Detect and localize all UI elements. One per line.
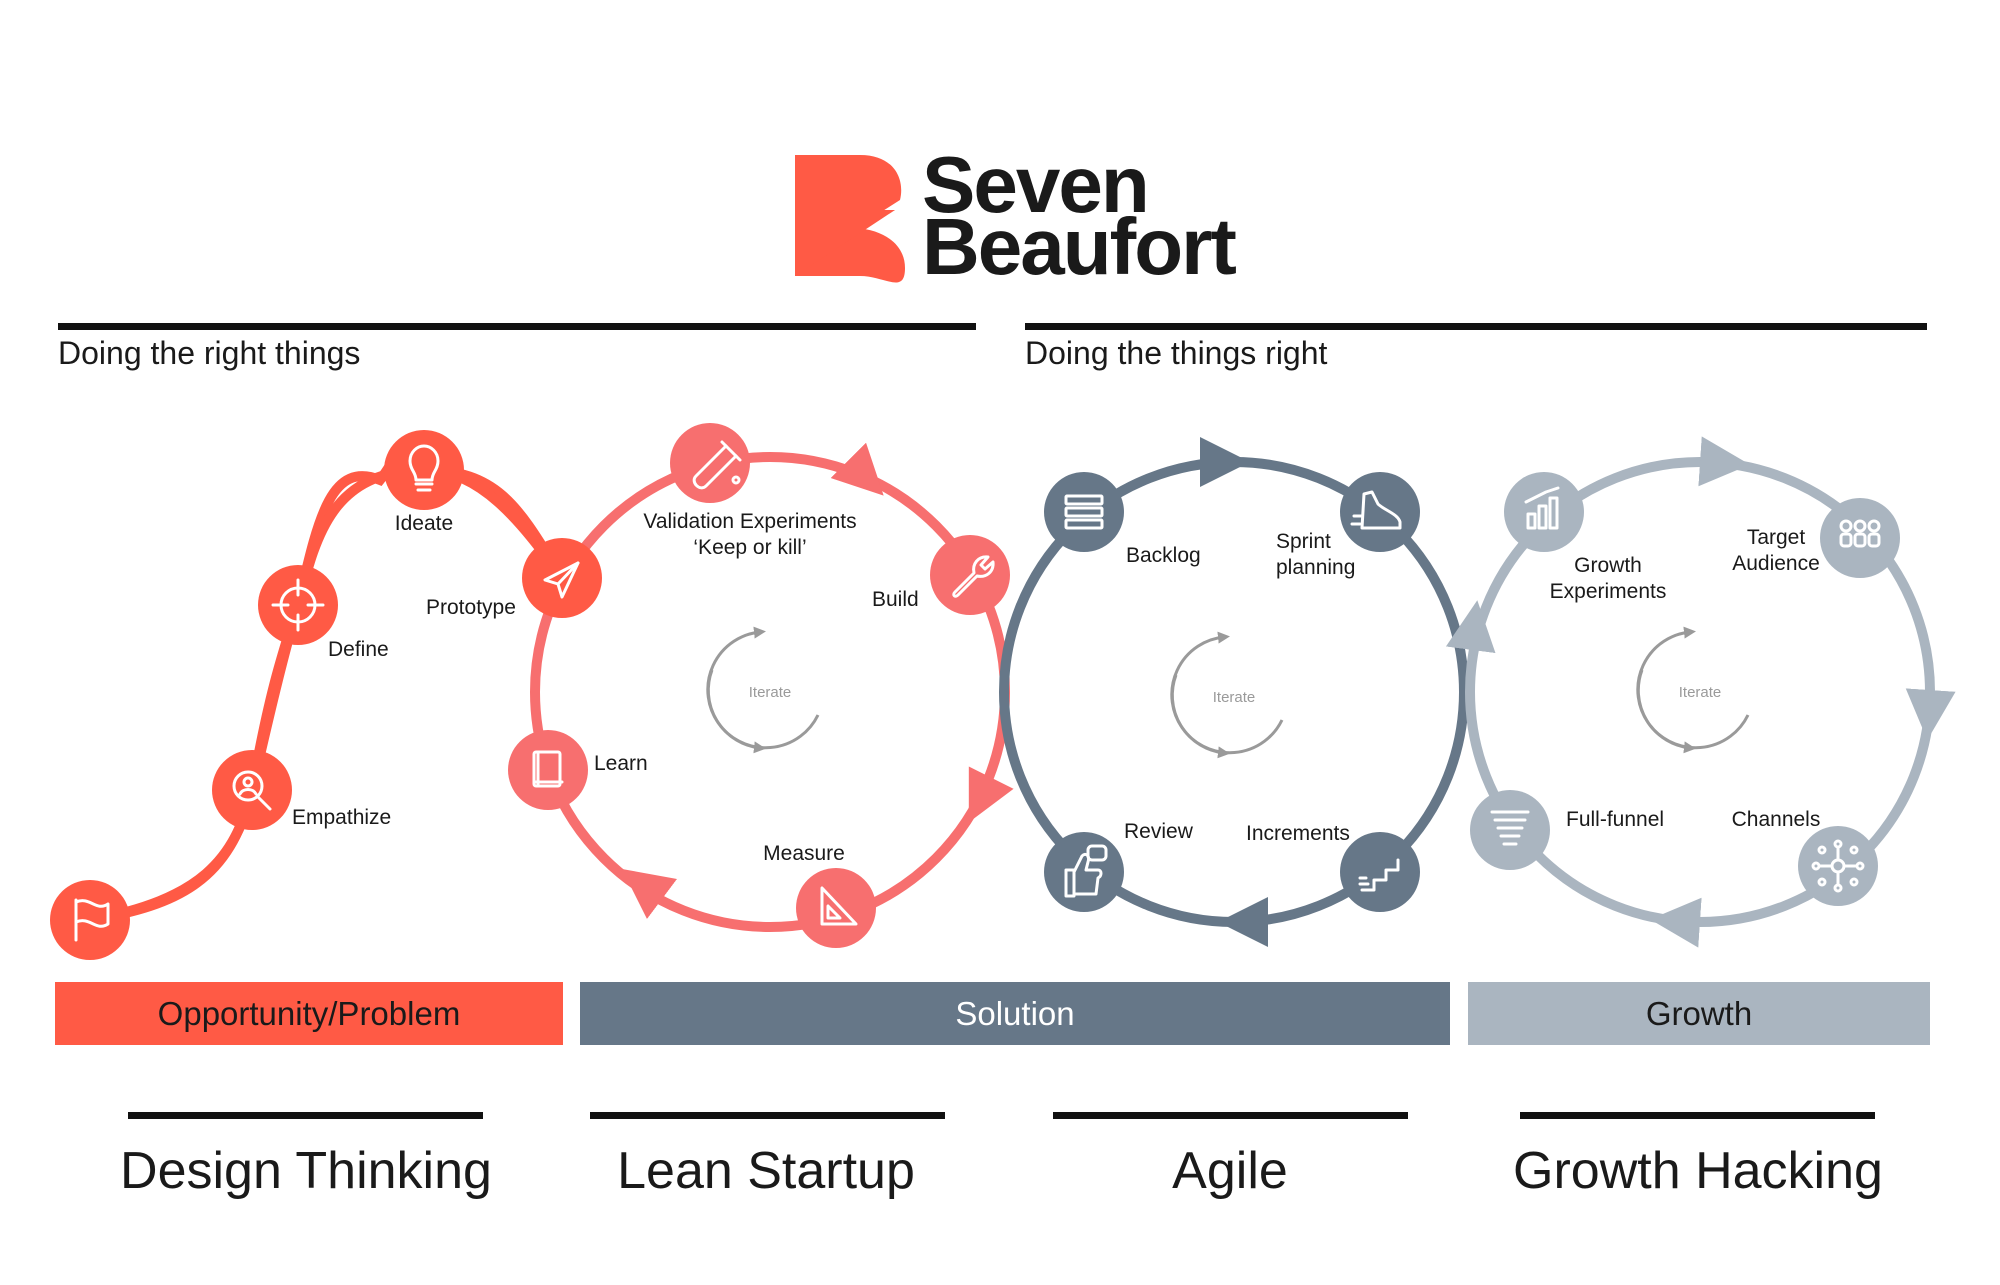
- opportunity-band: Opportunity/Problem: [55, 982, 563, 1045]
- crosshair-icon: [271, 578, 325, 632]
- logo-text-beaufort: Beaufort: [922, 202, 1236, 291]
- channels-node: [1798, 826, 1878, 906]
- empathize-label: Empathize: [292, 806, 391, 829]
- list-icon: [1064, 494, 1104, 530]
- prototype-label: Prototype: [426, 596, 516, 619]
- learn-label: Learn: [594, 752, 648, 775]
- stairs-icon: [1358, 858, 1400, 892]
- lean-iterate-cycle: Iterate: [706, 626, 820, 754]
- solution-band: Solution: [580, 982, 1450, 1045]
- left-header: Doing the right things: [58, 335, 360, 371]
- build-node: [930, 535, 1010, 615]
- growth-experiments-label-line1: Growth: [1574, 554, 1642, 577]
- learn-node: [508, 730, 588, 810]
- method-lean-startup: Lean Startup: [617, 1142, 915, 1200]
- growth-hacking-rule: [1520, 1112, 1875, 1119]
- start-node: [50, 880, 130, 960]
- growth-band: Growth: [1468, 982, 1930, 1045]
- define-label: Define: [328, 638, 389, 661]
- empathize-node: [212, 750, 292, 830]
- paper-plane-icon: [543, 561, 580, 599]
- sprint-node: [1340, 472, 1420, 552]
- target-audience-label-line1: Target: [1747, 526, 1806, 549]
- solution-band-label: Solution: [955, 995, 1074, 1032]
- growth-experiments-label-line2: Experiments: [1550, 580, 1667, 603]
- backlog-label: Backlog: [1126, 544, 1201, 567]
- validation-node: [670, 423, 750, 503]
- method-design-thinking: Design Thinking: [120, 1142, 492, 1200]
- right-header-rule: [1025, 323, 1927, 330]
- validation-label-line1: Validation Experiments: [643, 510, 856, 533]
- growth-iterate-label: Iterate: [1679, 684, 1722, 701]
- target-audience-node: [1820, 498, 1900, 578]
- target-audience-label-line2: Audience: [1732, 552, 1820, 575]
- running-shoe-icon: [1350, 490, 1402, 530]
- define-node: [258, 565, 338, 645]
- bar-chart-icon: [1524, 486, 1560, 530]
- measure-label: Measure: [763, 842, 845, 865]
- set-square-icon: [820, 886, 858, 926]
- backlog-node: [1044, 472, 1124, 552]
- funnel-icon: [1490, 810, 1530, 846]
- ideate-label: Ideate: [395, 512, 453, 535]
- measure-node: [796, 868, 876, 948]
- growth-experiments-node: [1504, 472, 1584, 552]
- review-node: [1044, 832, 1124, 912]
- sprint-label-line2: planning: [1276, 556, 1355, 579]
- method-growth-hacking: Growth Hacking: [1513, 1142, 1883, 1200]
- book-icon: [532, 750, 564, 788]
- full-funnel-node: [1470, 790, 1550, 870]
- search-person-icon: [232, 770, 272, 811]
- agile-rule: [1053, 1112, 1408, 1119]
- agile-iterate-label: Iterate: [1213, 689, 1256, 706]
- wrench-icon: [952, 555, 995, 598]
- flag-icon: [74, 898, 110, 942]
- test-tube-icon: [692, 440, 742, 490]
- review-label: Review: [1124, 820, 1194, 843]
- growth-iterate-cycle: Iterate: [1636, 626, 1750, 754]
- channels-label: Channels: [1732, 808, 1821, 831]
- validation-label-line2: ‘Keep or kill’: [693, 536, 806, 559]
- lean-iterate-label: Iterate: [749, 684, 792, 701]
- increments-node: [1340, 832, 1420, 912]
- thumbs-up-chat-icon: [1064, 844, 1108, 898]
- logo-text-seven: Seven: [922, 140, 1148, 229]
- method-agile: Agile: [1172, 1142, 1288, 1200]
- design-thinking-rule: [128, 1112, 483, 1119]
- network-icon: [1811, 839, 1865, 893]
- right-header: Doing the things right: [1025, 335, 1328, 371]
- audience-icon: [1839, 519, 1881, 548]
- ideate-node: [384, 430, 464, 510]
- lean-startup-rule: [590, 1112, 945, 1119]
- sprint-label-line1: Sprint: [1276, 530, 1331, 553]
- prototype-node: [522, 538, 602, 618]
- increments-label: Increments: [1246, 822, 1350, 845]
- full-funnel-label: Full-funnel: [1566, 808, 1664, 831]
- opportunity-band-label: Opportunity/Problem: [158, 995, 461, 1032]
- build-label: Build: [872, 588, 919, 611]
- growth-band-label: Growth: [1646, 995, 1752, 1032]
- agile-iterate-cycle: Iterate: [1170, 631, 1284, 759]
- seven-beaufort-logo: Seven Beaufort: [795, 140, 1238, 291]
- left-header-rule: [58, 323, 976, 330]
- lightbulb-icon: [408, 444, 440, 492]
